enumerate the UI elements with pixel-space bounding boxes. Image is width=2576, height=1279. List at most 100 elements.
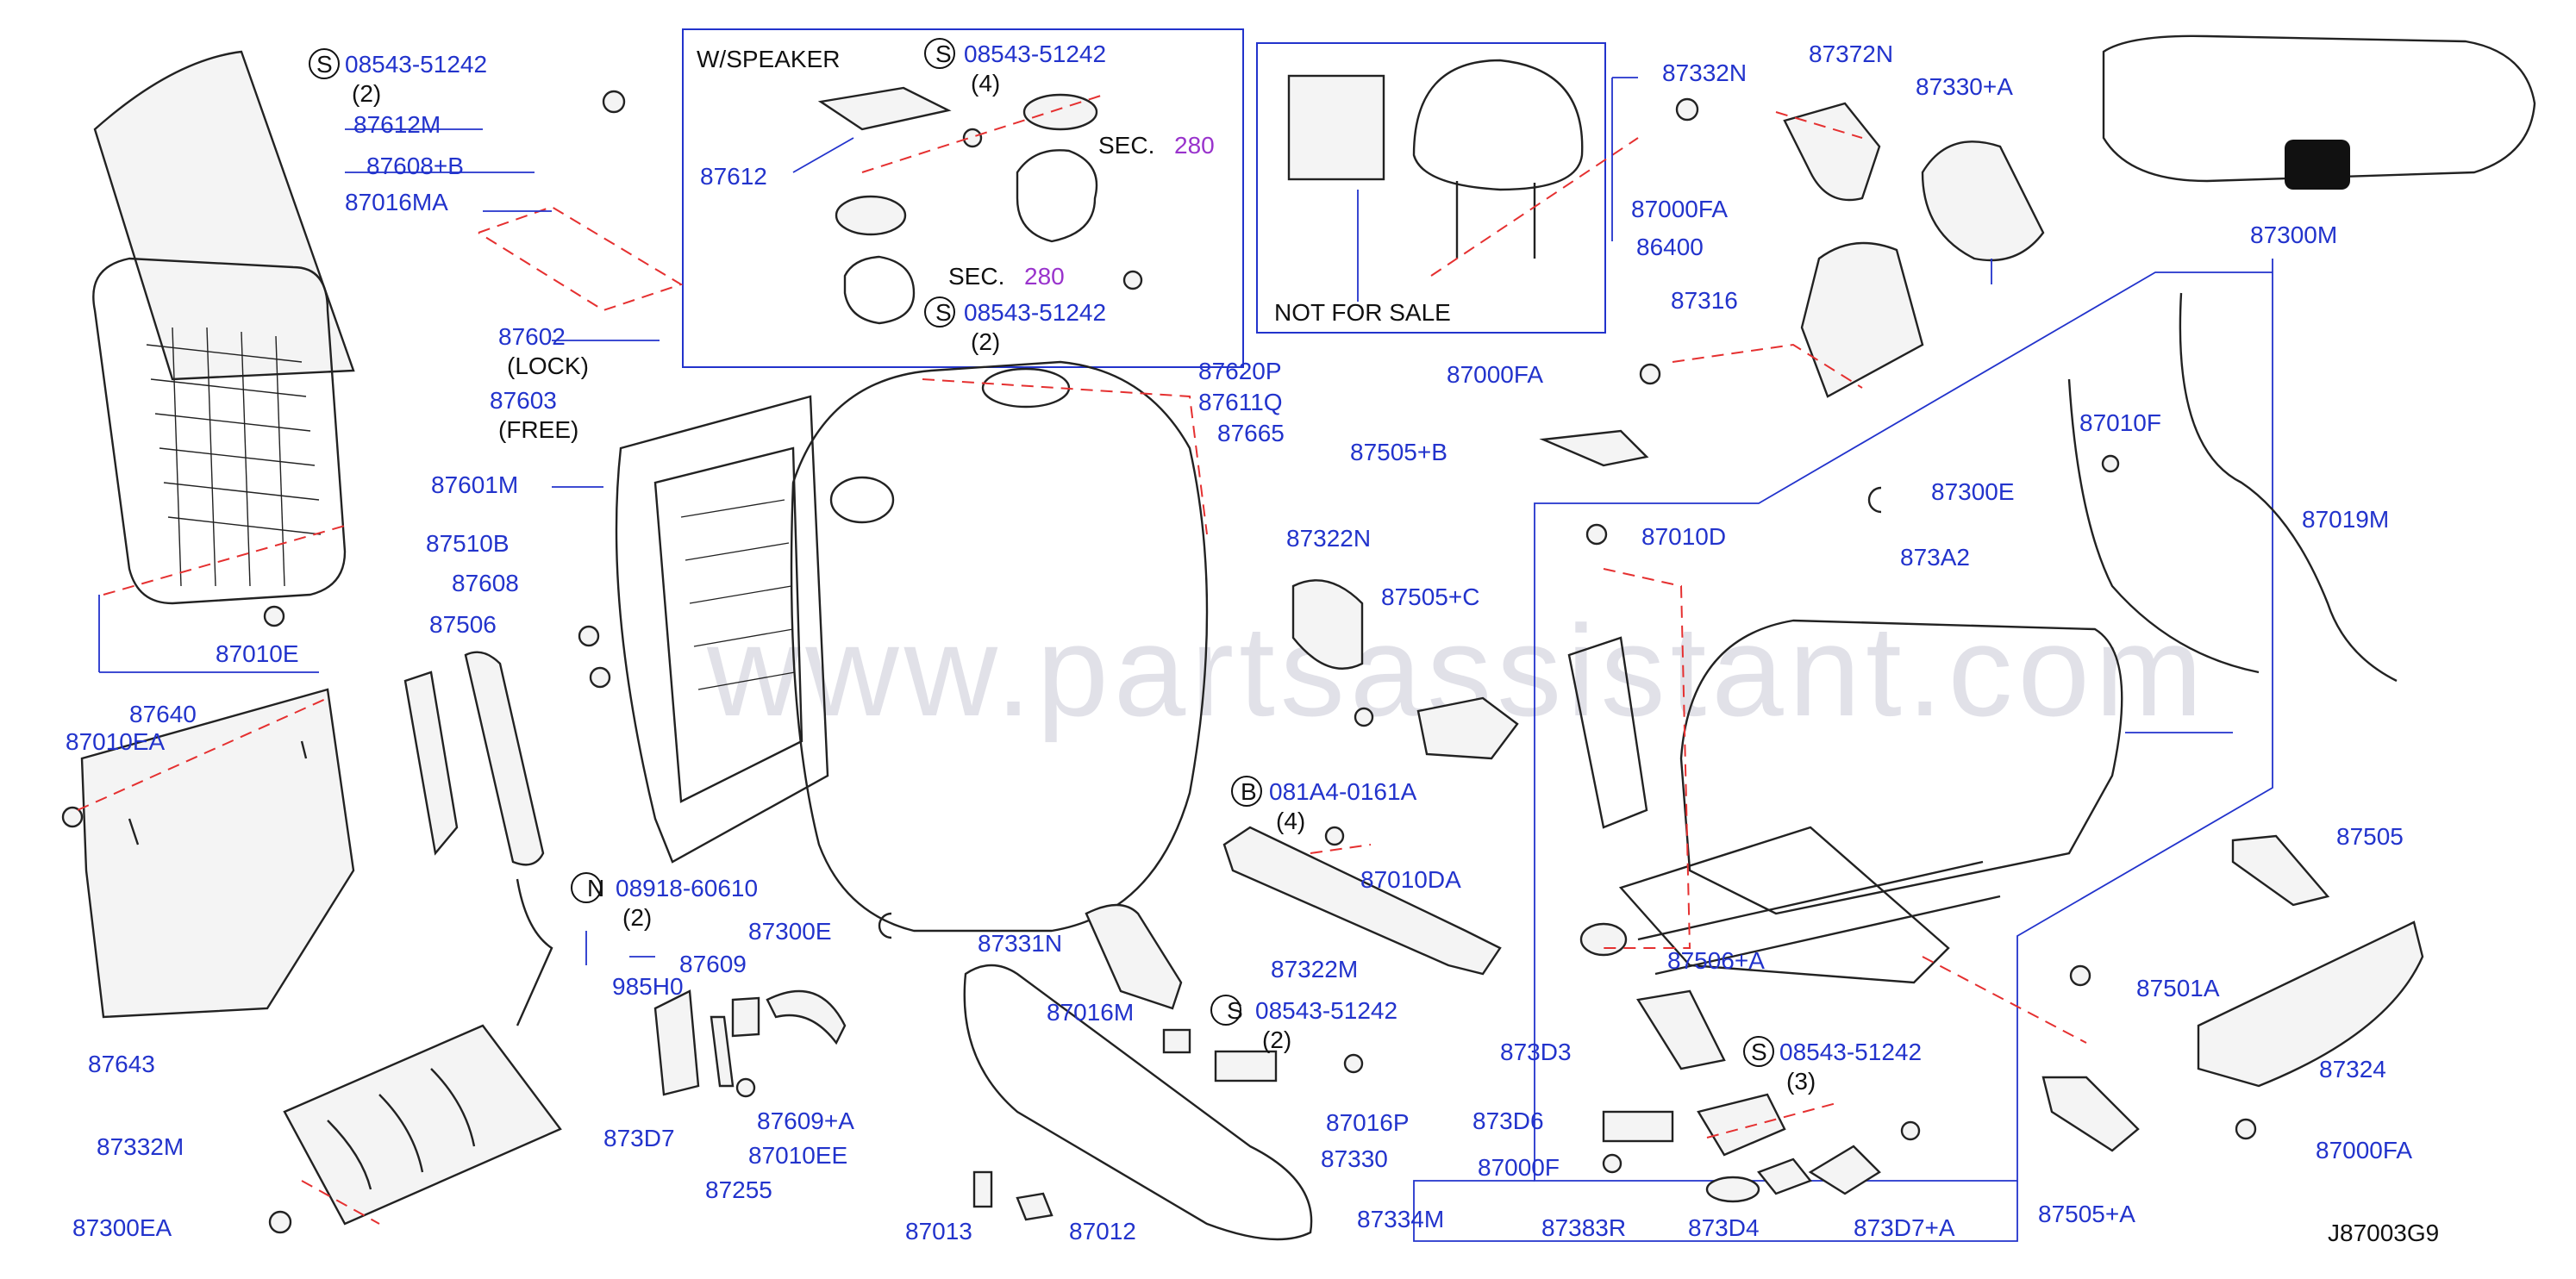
section-ref-number-1[interactable]: 280 — [1174, 132, 1215, 159]
part-label-87000FA-t: 87000FA — [1631, 196, 1728, 222]
bracket-87505C — [1416, 696, 1519, 760]
seat-assembly-outline — [1534, 259, 2273, 1182]
unit-873D4-top — [1697, 1093, 1786, 1157]
part-label-87010EA: 87010EA — [66, 728, 166, 755]
clip-873D7 — [653, 989, 700, 1096]
part-label-87608B: 87608+B — [366, 153, 464, 179]
part-label-87601M: 87601M — [431, 471, 518, 498]
seat-side-bracket — [1567, 636, 1648, 829]
seat-location-marker — [2285, 140, 2350, 190]
back-board-87612M — [93, 50, 355, 381]
harness-87019M — [2067, 292, 2398, 683]
label-qty-s-top: (2) — [352, 80, 381, 107]
part-label-87383R: 87383R — [1541, 1214, 1626, 1241]
part-label-87609: 87609 — [679, 951, 747, 977]
seat-back-cushion — [790, 360, 1209, 933]
screw-icons — [61, 90, 2257, 1234]
part-label-873D7: 873D7 — [603, 1125, 675, 1151]
part-label-87019M: 87019M — [2302, 506, 2389, 533]
trim-87505 — [2231, 834, 2330, 907]
speaker-cap-lower — [835, 195, 907, 236]
part-label-87300EA: 87300EA — [72, 1214, 172, 1241]
part-label-87255: 87255 — [705, 1176, 772, 1203]
part-label-87665: 87665 — [1217, 420, 1285, 446]
knob-87013 — [972, 1170, 993, 1208]
part-label-87330A: 87330+A — [1916, 73, 2013, 100]
part-label-n-08918: 08918-60610 — [616, 875, 758, 902]
part-label-87300E-l: 87300E — [748, 918, 832, 945]
part-label-87016MA: 87016MA — [345, 189, 448, 215]
clip-87609 — [731, 996, 760, 1038]
part-label-87331N: 87331N — [978, 930, 1062, 957]
part-labels: 08543-51242S(2)87612M87608+B87016MA87612… — [66, 41, 2412, 1245]
not-for-sale-box — [1256, 42, 1606, 334]
module-86400 — [1287, 74, 1385, 181]
part-label-87330: 87330 — [1321, 1145, 1388, 1172]
airbag-87506 — [464, 651, 545, 866]
vehicle-outline — [2102, 34, 2536, 183]
part-label-s-top: 08543-51242 — [345, 51, 487, 78]
part-label-86400: 86400 — [1636, 234, 1704, 260]
grommet-87383R — [1705, 1176, 1760, 1203]
part-label-87316: 87316 — [1671, 287, 1738, 314]
part-label-87505: 87505 — [2336, 823, 2404, 850]
part-label-s-mid: 08543-51242 — [1255, 997, 1397, 1024]
trim-87505A — [2041, 1076, 2140, 1152]
relation-lines — [77, 94, 2087, 1225]
seat-rail-frame — [1618, 826, 1950, 984]
seat-cushion-873A2 — [1679, 619, 2123, 915]
part-label-87620P: 87620P — [1198, 358, 1282, 384]
c-ring-87300E-left — [878, 912, 892, 939]
part-label-87510B: 87510B — [426, 530, 510, 557]
label-qty-s-spk2: (2) — [971, 328, 1000, 355]
part-label-87012: 87012 — [1069, 1218, 1136, 1245]
part-label-87300E-r: 87300E — [1931, 478, 2015, 505]
speaker-box — [682, 28, 1244, 368]
switch-87016P — [1214, 1050, 1278, 1082]
part-label-87013: 87013 — [905, 1218, 972, 1245]
pad-grid — [146, 327, 322, 587]
strip-87255 — [710, 1015, 735, 1088]
part-label-87602: 87602 — [498, 323, 566, 350]
part-label-87643: 87643 — [88, 1051, 155, 1077]
section-ref-number-2[interactable]: 280 — [1024, 263, 1065, 290]
strap-873D3 — [1636, 989, 1726, 1070]
label-qty-87602: (LOCK) — [507, 353, 589, 379]
speaker-box-title: W/SPEAKER — [697, 46, 840, 72]
trim-87608 — [403, 671, 459, 856]
part-label-87501A: 87501A — [2136, 975, 2220, 1001]
part-label-s-spk1: 08543-51242 — [964, 41, 1106, 67]
cover-87330 — [963, 964, 1313, 1241]
knob-87016M — [1162, 1028, 1191, 1054]
speaker-cap — [1022, 93, 1098, 131]
part-label-87016P: 87016P — [1326, 1109, 1410, 1136]
part-label-873A2: 873A2 — [1900, 544, 1970, 571]
part-label-87010E: 87010E — [216, 640, 299, 667]
label-qty-n-08918: (2) — [622, 904, 652, 931]
part-label-87611Q: 87611Q — [1198, 389, 1283, 415]
mark-letter-s-spk2: S — [935, 299, 952, 326]
unit-873D6 — [1602, 1110, 1674, 1143]
knob-87012 — [1016, 1192, 1054, 1221]
cover-87330A — [1921, 140, 2045, 262]
label-qty-b-081: (4) — [1276, 808, 1305, 834]
cover-87316 — [1800, 241, 1924, 398]
part-label-87505B: 87505+B — [1350, 439, 1447, 465]
part-label-87300M: 87300M — [2250, 221, 2337, 248]
cover-87372N — [1783, 102, 1881, 202]
diagram-code: J87003G9 — [2328, 1220, 2439, 1246]
bracket-87505B — [1539, 429, 1649, 467]
part-label-87332N: 87332N — [1662, 59, 1747, 86]
part-label-87000FA-b: 87000FA — [2316, 1137, 2412, 1164]
mark-circles — [309, 38, 1774, 1067]
part-label-87322N: 87322N — [1286, 525, 1371, 552]
not-for-sale-text: NOT FOR SALE — [1274, 299, 1451, 326]
part-label-87640: 87640 — [129, 701, 197, 727]
part-label-87609A: 87609+A — [757, 1107, 854, 1134]
trim-87322M — [1222, 826, 1502, 976]
seat-back-pad-87640 — [92, 257, 347, 605]
part-label-87010DA: 87010DA — [1360, 866, 1461, 893]
part-label-s-spk2: 08543-51242 — [964, 299, 1106, 326]
